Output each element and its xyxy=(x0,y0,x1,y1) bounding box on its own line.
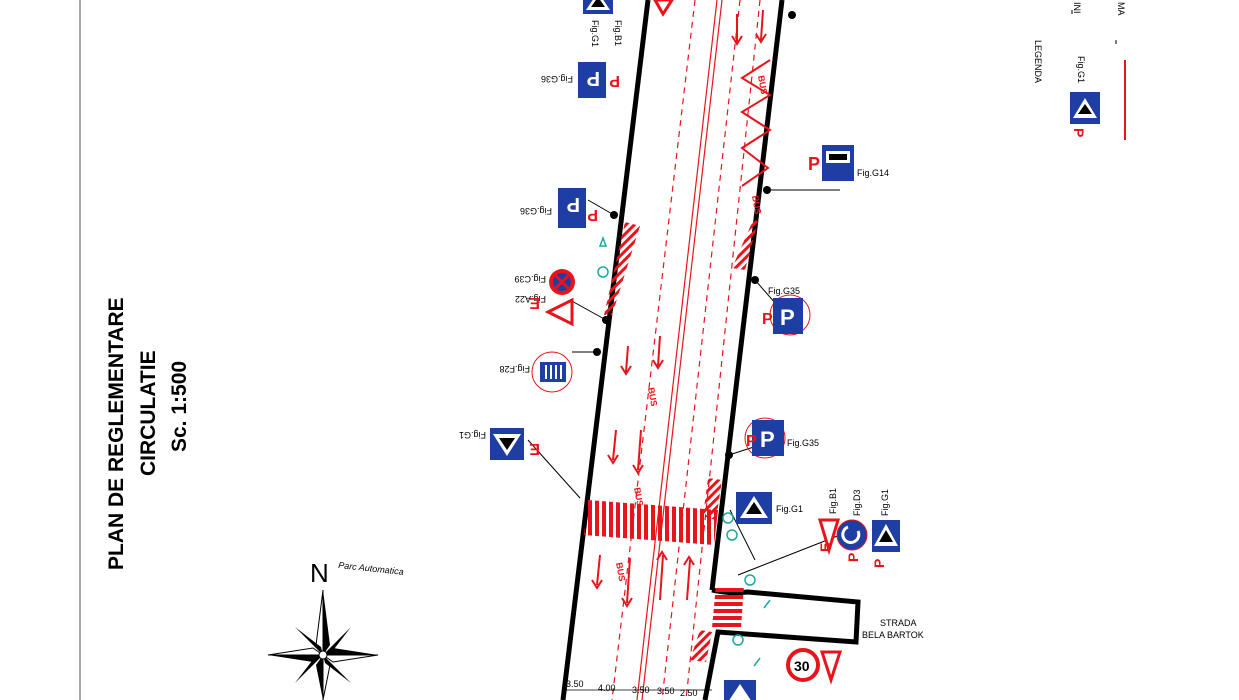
plan-title-line1: PLAN DE REGLEMENTARE xyxy=(105,297,128,570)
plan-title-scale: Sc. 1:500 xyxy=(168,360,191,452)
street-name-line1: STRADA xyxy=(880,618,917,628)
bus-stop-zigzag xyxy=(740,59,772,187)
svg-text:P: P xyxy=(587,67,600,89)
legend-item-1-text: INI xyxy=(1072,2,1082,14)
speed-limit-value: 30 xyxy=(794,658,810,674)
hatched-area xyxy=(690,630,712,662)
svg-text:P: P xyxy=(567,193,580,215)
north-arrow-compass xyxy=(267,589,379,700)
legend-fig: Fig.G1 xyxy=(1076,56,1086,83)
sign-label-g14: Fig.G14 xyxy=(857,168,889,178)
legend-item-2-text: MA xyxy=(1116,2,1126,16)
sign-f28 xyxy=(540,362,566,382)
plan-title-line2: CIRCULATIE xyxy=(137,350,160,476)
sign-speed-limit xyxy=(786,648,820,682)
sign-label-g35-upper: Fig.G35 xyxy=(768,286,800,296)
sign-label-g1-group: Fig.G1 xyxy=(880,489,890,516)
sign-g1-top xyxy=(583,0,613,14)
sign-g36-mid-p: P xyxy=(587,206,598,223)
park-label: Parc Automatica xyxy=(338,560,404,577)
sign-label-g1-top: Fig.G1 xyxy=(590,20,600,47)
sign-f28-ring xyxy=(531,351,573,393)
sign-label-c39: Fig.C39 xyxy=(514,274,546,284)
sign-label-g36-top: Fig.G36 xyxy=(541,74,573,84)
sign-d3-arrow xyxy=(841,525,861,544)
sign-g1-left xyxy=(490,428,524,460)
sign-label-d3-group: Fig.D3 xyxy=(852,489,862,516)
sign-g35-upper-ring xyxy=(769,294,811,336)
lane-arrows xyxy=(591,9,767,608)
dimension-label: 2.50 xyxy=(680,688,698,698)
bus-marking: BUS xyxy=(632,487,645,507)
dimension-label: 3.50 xyxy=(657,686,675,696)
sign-g35-upper-p: P xyxy=(762,311,773,328)
street-name-line2: BELA BARTOK xyxy=(862,630,924,640)
sign-g35-lower-ring xyxy=(744,417,786,459)
sign-g36-mid: P xyxy=(558,188,586,228)
hatched-area xyxy=(604,222,640,315)
pedestrian-crossing xyxy=(584,500,718,545)
north-letter: N xyxy=(310,558,329,588)
bus-road-markings: BUS BUS BUS BUS BUS xyxy=(614,75,769,582)
sign-g1-group xyxy=(872,520,900,552)
sign-a22 xyxy=(544,297,574,327)
bus-marking: BUS xyxy=(614,562,627,582)
leader-lines xyxy=(527,189,841,576)
legend-sign-p: P xyxy=(1071,128,1087,137)
sign-g1-right xyxy=(736,492,772,524)
sign-label-a22: Fig.A22 xyxy=(515,294,546,304)
sign-g35-lower-p: P xyxy=(746,433,757,450)
sign-b1-group xyxy=(817,518,841,556)
dimension-label: 4.00 xyxy=(598,683,616,693)
sign-b1-e: E xyxy=(817,543,833,552)
sign-g1-bottom xyxy=(724,680,756,700)
sign-b1-top xyxy=(653,0,674,17)
sign-c39 xyxy=(549,269,575,295)
svg-text:P: P xyxy=(760,427,775,452)
sign-g35-lower: P xyxy=(752,420,784,456)
sign-g1-left-e: E xyxy=(529,440,540,457)
traffic-signal-symbols xyxy=(597,235,771,667)
bus-marking: BUS xyxy=(646,387,659,407)
sign-g36-top: P P xyxy=(578,62,620,98)
sign-g14 xyxy=(822,145,854,181)
sign-label-b1-top: Fig.B1 xyxy=(613,20,623,46)
sign-label-g35-lower: Fig.G35 xyxy=(787,438,819,448)
legend-sign xyxy=(1070,92,1100,124)
legend-title: LEGENDA xyxy=(1033,40,1043,83)
lane-markings xyxy=(611,0,761,700)
sign-bottom-triangle xyxy=(819,650,843,685)
sign-label-g1-right: Fig.G1 xyxy=(776,504,803,514)
sign-g14-p: P xyxy=(808,154,820,174)
sign-d3-p: P xyxy=(845,553,861,562)
sign-label-b1-group: Fig.B1 xyxy=(828,488,838,514)
svg-text:P: P xyxy=(609,72,620,89)
lane-dimensions: 3.50 4.00 3.50 3.50 2.50 xyxy=(566,679,698,698)
hatched-area xyxy=(732,218,758,270)
sign-a22-e: E xyxy=(529,294,540,311)
dimension-label: 3.50 xyxy=(566,679,584,689)
bus-marking: BUS xyxy=(756,75,769,95)
sign-label-f28: Fig.F28 xyxy=(499,364,530,374)
pedestrian-crossing xyxy=(712,585,744,628)
bus-marking: BUS xyxy=(750,195,763,215)
svg-text:P: P xyxy=(780,305,795,330)
sign-g35-upper: P xyxy=(773,298,803,334)
sign-g1-group-p: P xyxy=(871,559,887,568)
dimension-label: 3.50 xyxy=(632,685,650,695)
sign-label-g36-mid: Fig.G36 xyxy=(520,206,552,216)
sign-label-g1-left: Fig.G1 xyxy=(459,430,486,440)
